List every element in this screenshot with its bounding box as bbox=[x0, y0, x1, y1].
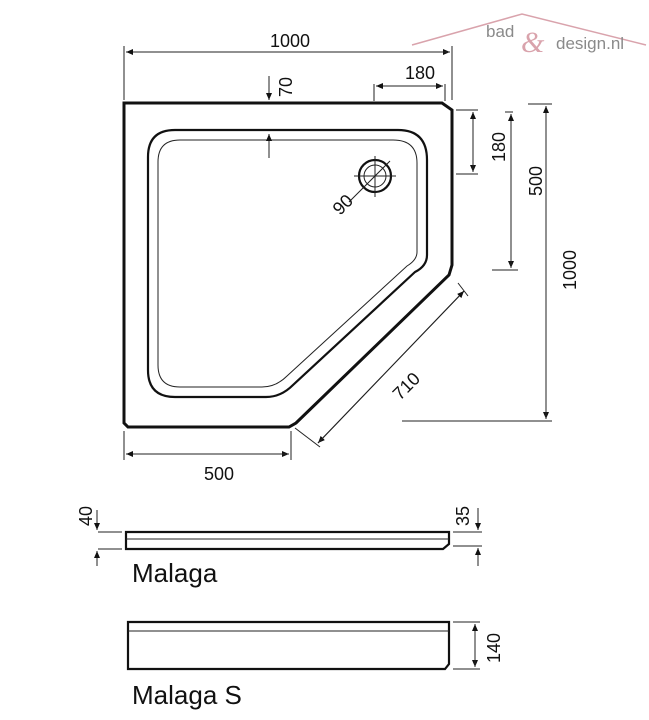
dimension-corner-top: 180 bbox=[373, 63, 446, 101]
profile-malaga-s: 140 Malaga S bbox=[126, 620, 504, 710]
tray-basin-outline bbox=[146, 128, 429, 399]
profile-malaga-name: Malaga bbox=[132, 558, 218, 588]
dimension-half-side-label: 500 bbox=[526, 166, 546, 196]
dimension-half-side: 500 bbox=[492, 111, 546, 271]
tray-basin-inner-outline bbox=[157, 139, 418, 388]
dimension-height-label: 1000 bbox=[560, 250, 580, 290]
profile-malaga-right-label: 35 bbox=[453, 506, 473, 526]
dimension-rim: 70 bbox=[266, 76, 296, 158]
profile-malaga-s-shape bbox=[126, 620, 451, 671]
logo-roof-icon bbox=[411, 13, 647, 46]
dimension-diagonal: 710 bbox=[294, 282, 469, 448]
dimension-width: 1000 bbox=[123, 31, 453, 100]
dimension-corner-side: 180 bbox=[456, 109, 509, 175]
tray-outer-outline bbox=[122, 101, 454, 429]
logo-text-design: design.nl bbox=[556, 34, 624, 53]
brand-logo: bad & design.nl bbox=[411, 13, 647, 59]
dimension-corner-side-label: 180 bbox=[489, 132, 509, 162]
dimension-corner-top-label: 180 bbox=[405, 63, 435, 83]
dimension-bottom-label: 500 bbox=[204, 464, 234, 484]
profile-malaga: 40 35 Malaga bbox=[76, 506, 482, 588]
logo-ampersand: & bbox=[521, 26, 545, 59]
profile-malaga-shape bbox=[124, 530, 451, 551]
dimension-height: 1000 bbox=[402, 103, 580, 422]
tray-plan-view bbox=[122, 101, 454, 429]
dimension-width-label: 1000 bbox=[270, 31, 310, 51]
dimension-diagonal-label: 710 bbox=[389, 368, 424, 403]
profile-malaga-s-height-label: 140 bbox=[484, 633, 504, 663]
dimension-bottom: 500 bbox=[123, 431, 292, 484]
dimension-drain-label: 90 bbox=[329, 191, 357, 219]
logo-text-bad: bad bbox=[486, 22, 514, 41]
dimension-rim-label: 70 bbox=[276, 77, 296, 97]
profile-malaga-s-name: Malaga S bbox=[132, 680, 242, 710]
profile-malaga-left-label: 40 bbox=[76, 506, 96, 526]
